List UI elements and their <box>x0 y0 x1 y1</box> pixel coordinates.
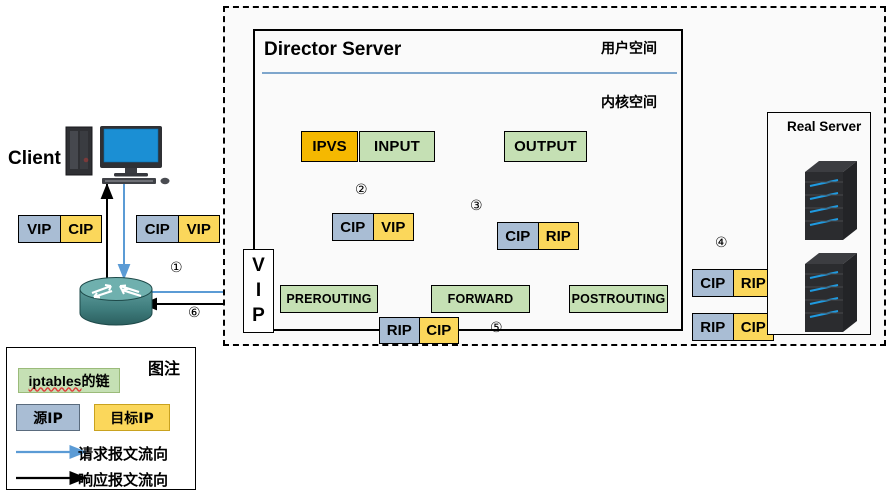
packet-dst-label: RIP <box>537 223 578 249</box>
step-number-4: ④ <box>715 235 728 251</box>
ipvs-box: IPVS <box>301 131 358 162</box>
legend-response-flow-label: 响应报文流向 <box>78 471 169 489</box>
step-number-6: ⑥ <box>188 305 201 321</box>
real-server-box <box>767 112 871 335</box>
chain-postrouting: POSTROUTING <box>569 285 668 313</box>
router-icon <box>79 277 153 326</box>
packet-dst-label: VIP <box>372 214 413 240</box>
vip-letter-p: P <box>252 305 265 327</box>
legend-chain-prefix: iptables <box>28 372 82 389</box>
packet-src-label: VIP <box>19 216 60 242</box>
packet-src-label: RIP <box>693 314 733 340</box>
userspace-kernelspace-divider <box>262 72 677 74</box>
packet-return-lower: RIP CIP <box>379 317 459 344</box>
step-number-5: ⑤ <box>490 320 503 336</box>
packet-dst-label: CIP <box>732 314 773 340</box>
packet-src-label: RIP <box>380 318 419 343</box>
packet-realserver-out: RIP CIP <box>692 313 774 341</box>
director-server-box <box>253 29 683 331</box>
packet-dst-label: RIP <box>732 270 773 296</box>
legend-source-ip: 源IP <box>16 404 80 431</box>
packet-input-postrouting: CIP RIP <box>497 222 579 250</box>
client-label: Client <box>8 148 61 169</box>
step-number-1: ① <box>170 260 183 276</box>
vip-letter-i: I <box>255 279 262 301</box>
packet-dst-label: CIP <box>59 216 101 242</box>
chain-output: OUTPUT <box>504 131 587 162</box>
chain-forward: FORWARD <box>431 285 530 313</box>
step-number-3: ③ <box>470 198 483 214</box>
legend-dest-ip: 目标IP <box>94 404 170 431</box>
legend-title: 图注 <box>148 359 181 378</box>
step-number-2: ② <box>355 182 368 198</box>
desktop-computer-icon <box>65 126 170 185</box>
packet-dst-label: CIP <box>418 318 458 343</box>
packet-dst-label: VIP <box>177 216 219 242</box>
chain-input: INPUT <box>359 131 435 162</box>
chain-prerouting: PREROUTING <box>280 285 378 313</box>
packet-src-label: CIP <box>137 216 178 242</box>
director-server-title: Director Server <box>264 39 402 60</box>
vip-letter-v: V <box>252 254 265 276</box>
packet-realserver-in: CIP RIP <box>692 269 774 297</box>
packet-client-request: CIP VIP <box>136 215 220 243</box>
packet-client-response: VIP CIP <box>18 215 102 243</box>
vip-interface-box: V I P <box>243 249 274 333</box>
packet-src-label: CIP <box>693 270 733 296</box>
packet-prerouting-input: CIP VIP <box>332 213 414 241</box>
kernelspace-label: 内核空间 <box>601 95 657 111</box>
packet-src-label: CIP <box>498 223 538 249</box>
userspace-label: 用户空间 <box>601 41 657 57</box>
packet-src-label: CIP <box>333 214 373 240</box>
real-server-title: Real Server <box>787 119 862 134</box>
legend-request-flow-label: 请求报文流向 <box>78 445 169 463</box>
legend-chain-suffix: 的链 <box>81 373 110 390</box>
